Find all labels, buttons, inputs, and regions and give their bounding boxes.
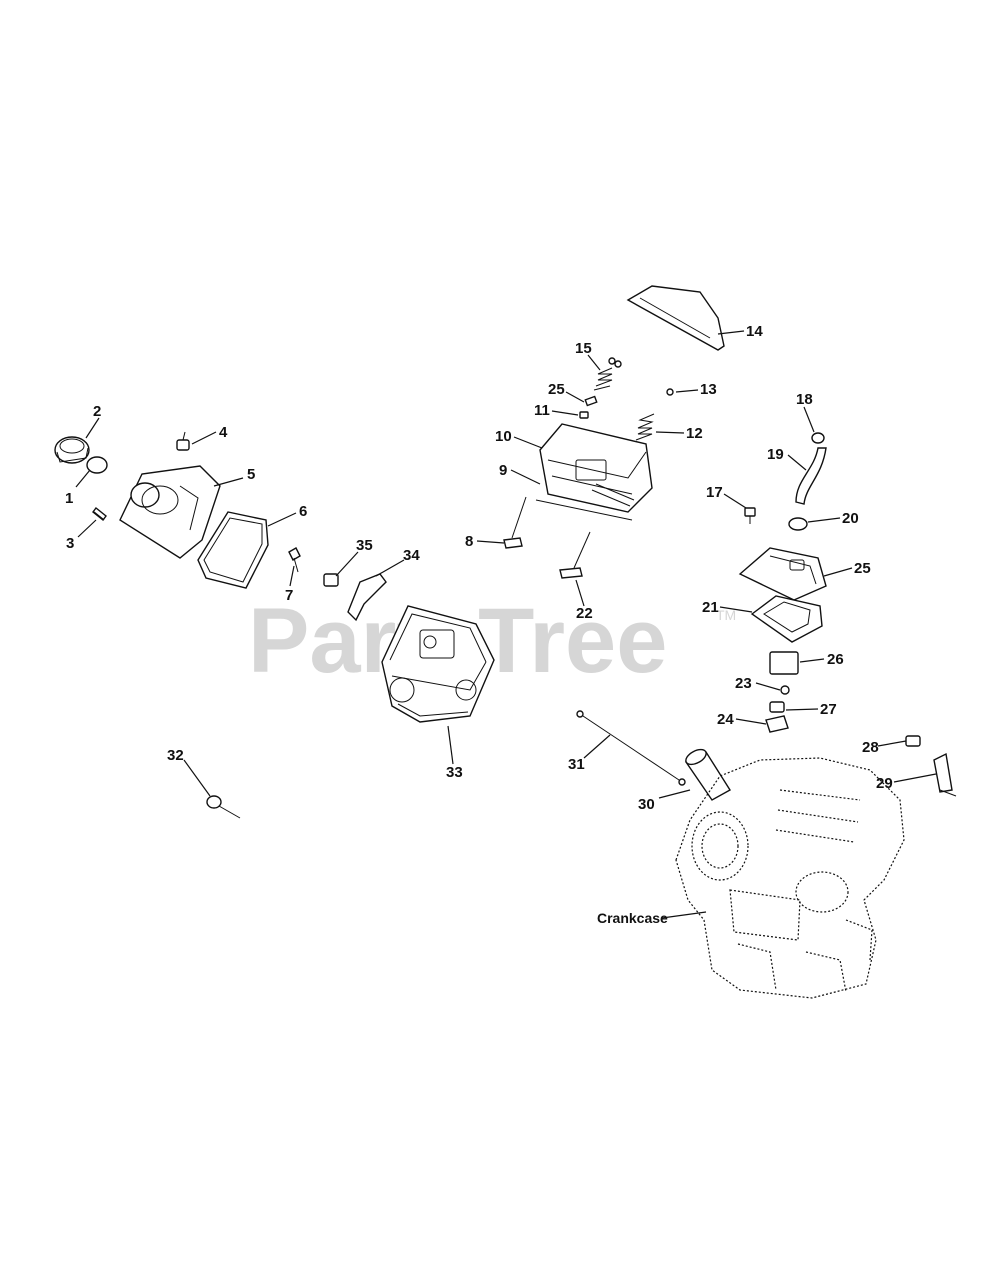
- callout-30: 30: [638, 796, 655, 813]
- part-31-pushrod: [576, 710, 686, 786]
- callout-10: 10: [495, 428, 512, 445]
- part-34-rocker-arm: [347, 573, 387, 622]
- part-25-seal-upper: [584, 395, 598, 407]
- callout-25-right: 25: [854, 560, 871, 577]
- part-35-pivot: [323, 573, 339, 587]
- callout-22: 22: [576, 605, 593, 622]
- crankcase-label: Crankcase: [597, 910, 668, 926]
- part-11-cap: [579, 411, 589, 419]
- part-17-screw: [744, 507, 756, 524]
- callout-18: 18: [796, 391, 813, 408]
- part-28-screw: [905, 735, 921, 747]
- callout-32: 32: [167, 747, 184, 764]
- part-22-valve: [559, 531, 591, 579]
- callout-31: 31: [568, 756, 585, 773]
- callout-9: 9: [499, 462, 507, 479]
- callout-17: 17: [706, 484, 723, 501]
- part-20-grommet: [788, 517, 808, 531]
- part-15-keepers: [608, 357, 622, 368]
- callout-20: 20: [842, 510, 859, 527]
- leader-lines: [75, 330, 937, 919]
- part-18-cap: [811, 432, 825, 444]
- callout-29: 29: [876, 775, 893, 792]
- callout-28: 28: [862, 739, 879, 756]
- callout-35: 35: [356, 537, 373, 554]
- part-32-stud: [206, 795, 241, 819]
- part-30-lifter: [684, 748, 731, 801]
- callout-21: 21: [702, 599, 719, 616]
- callout-labels: 1 2 3 4 5 6 7 8 9 10 11 12 13 14 15 17 1…: [65, 323, 893, 926]
- part-4-fitting: [176, 431, 190, 451]
- callout-3: 3: [66, 535, 74, 552]
- callout-27: 27: [820, 701, 837, 718]
- watermark-trademark: TM: [716, 607, 736, 623]
- callout-6: 6: [299, 503, 307, 520]
- part-8-valve: [503, 496, 527, 549]
- part-5-valve-cover: [119, 465, 221, 559]
- part-3-screw: [92, 507, 107, 521]
- part-9-pushrod-shield: [535, 499, 633, 521]
- part-14-valve-cover-top: [626, 285, 725, 351]
- part-26-reed: [769, 651, 799, 675]
- callout-23: 23: [735, 675, 752, 692]
- part-19-hose: [795, 447, 827, 505]
- part-33-cylinder-head: [381, 605, 495, 723]
- callout-24: 24: [717, 711, 734, 728]
- part-21-gasket: [750, 595, 823, 643]
- callout-15: 15: [575, 340, 592, 357]
- part-13-keeper: [666, 388, 674, 396]
- part-23-screw: [780, 685, 790, 695]
- part-spring-upper: [593, 367, 613, 391]
- callout-12: 12: [686, 425, 703, 442]
- callout-26: 26: [827, 651, 844, 668]
- part-7-screw: [288, 547, 301, 573]
- callout-1: 1: [65, 490, 73, 507]
- part-12-spring: [635, 413, 655, 441]
- callout-8: 8: [465, 533, 473, 550]
- part-6-gasket: [197, 511, 269, 589]
- callout-34: 34: [403, 547, 420, 564]
- callout-13: 13: [700, 381, 717, 398]
- callout-5: 5: [247, 466, 255, 483]
- callout-4: 4: [219, 424, 228, 441]
- callout-2: 2: [93, 403, 101, 420]
- callout-14: 14: [746, 323, 763, 340]
- callout-33: 33: [446, 764, 463, 781]
- part-2-oil-fill-cap: [54, 436, 90, 464]
- callout-7: 7: [285, 587, 293, 604]
- callout-19: 19: [767, 446, 784, 463]
- part-24-plate: [765, 715, 789, 733]
- crankcase-outline: [675, 757, 905, 999]
- part-29-bracket: [933, 752, 957, 797]
- part-27-retainer: [769, 701, 785, 713]
- part-1-o-ring: [86, 456, 108, 474]
- callout-11: 11: [534, 402, 550, 419]
- part-25-breather-cover: [738, 547, 827, 601]
- callout-25-upper: 25: [548, 381, 565, 398]
- part-10-cylinder-head-mid: [539, 423, 653, 513]
